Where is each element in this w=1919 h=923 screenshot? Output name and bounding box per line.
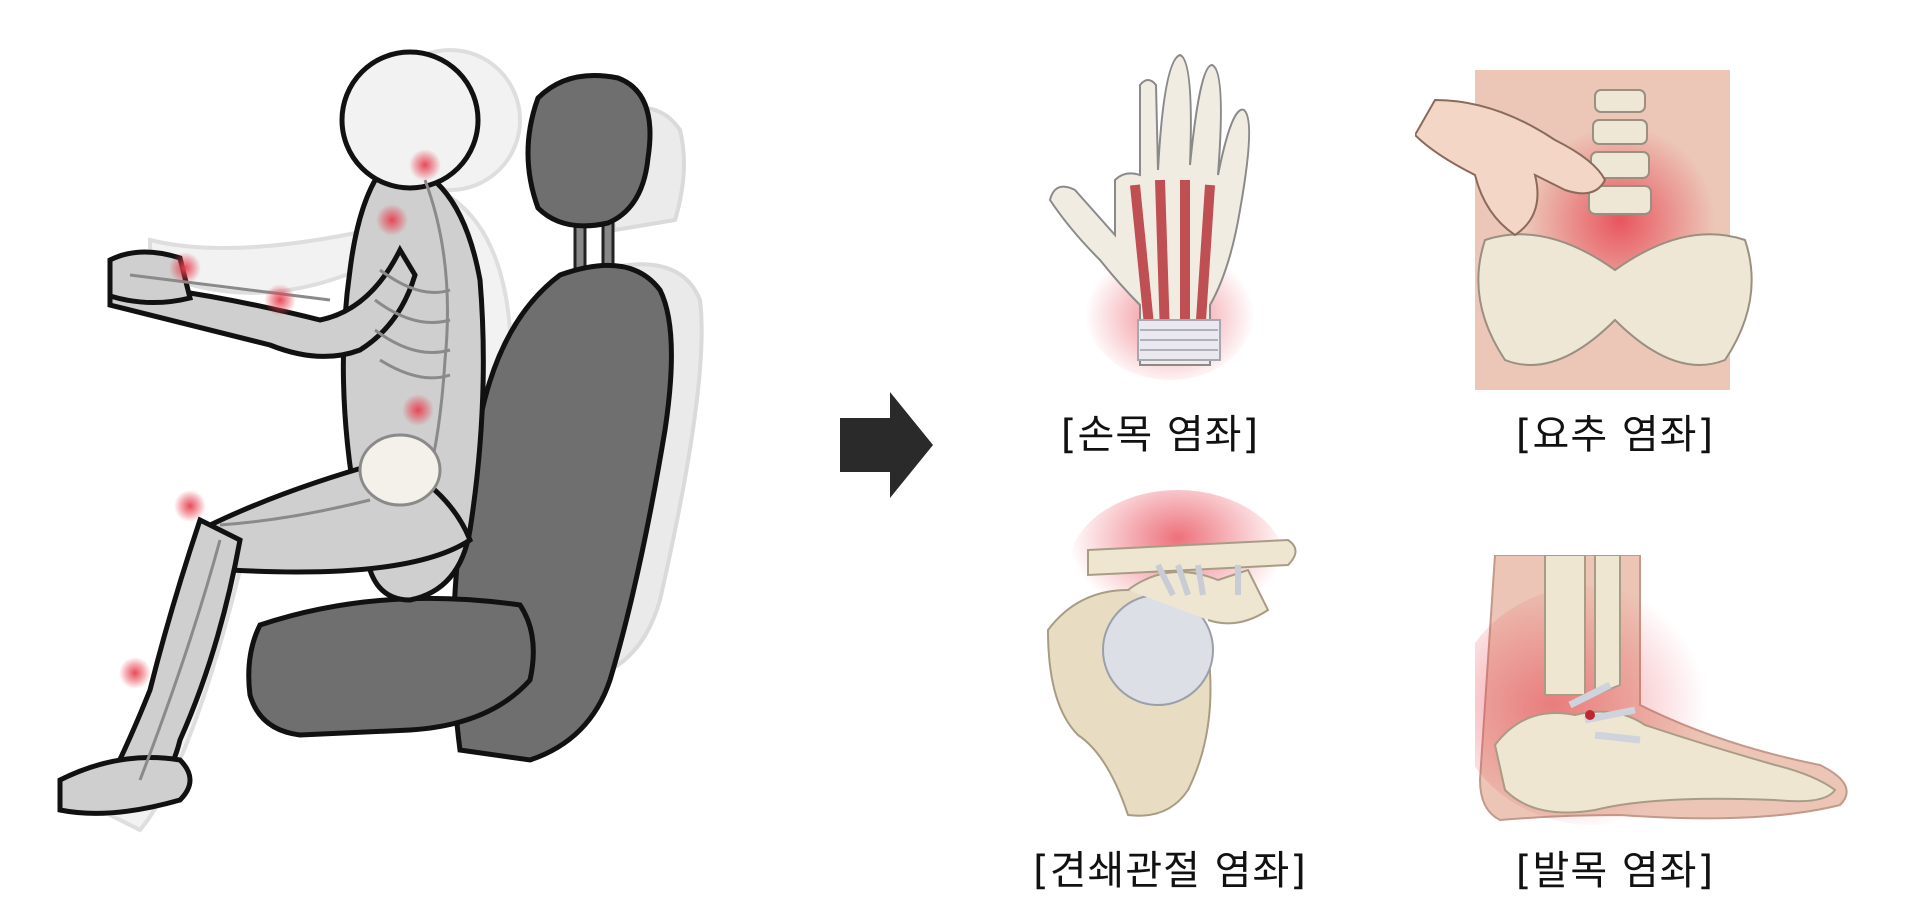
injury-hotspots xyxy=(119,149,441,689)
hotspot-knee xyxy=(174,490,206,522)
wrist-sprain-caption: [손목 염좌] xyxy=(1060,412,1260,458)
acromioclavicular-sprain-caption: [견쇄관절 염좌] xyxy=(1033,848,1307,894)
hotspot-elbow xyxy=(264,284,296,316)
lumbar-sprain-caption: [요추 염좌] xyxy=(1515,412,1715,458)
skeleton-hints xyxy=(129,179,451,781)
lumbar-sprain-illustration xyxy=(1415,70,1805,390)
seated-skeleton-illustration xyxy=(40,40,820,880)
wrist-sprain-illustration xyxy=(1040,40,1280,385)
hotspot-wrist xyxy=(169,252,201,284)
headrest xyxy=(525,73,653,272)
acromioclavicular-sprain-illustration xyxy=(1028,480,1303,825)
hotspot-ankle xyxy=(119,657,151,689)
ankle-sprain-illustration xyxy=(1475,555,1865,825)
ankle-sprain-caption: [발목 염좌] xyxy=(1515,848,1715,894)
right-arrow-icon xyxy=(835,390,935,500)
hotspot-shoulder xyxy=(376,204,408,236)
hotspot-lumbar xyxy=(402,394,434,426)
hotspot-neck xyxy=(409,149,441,181)
